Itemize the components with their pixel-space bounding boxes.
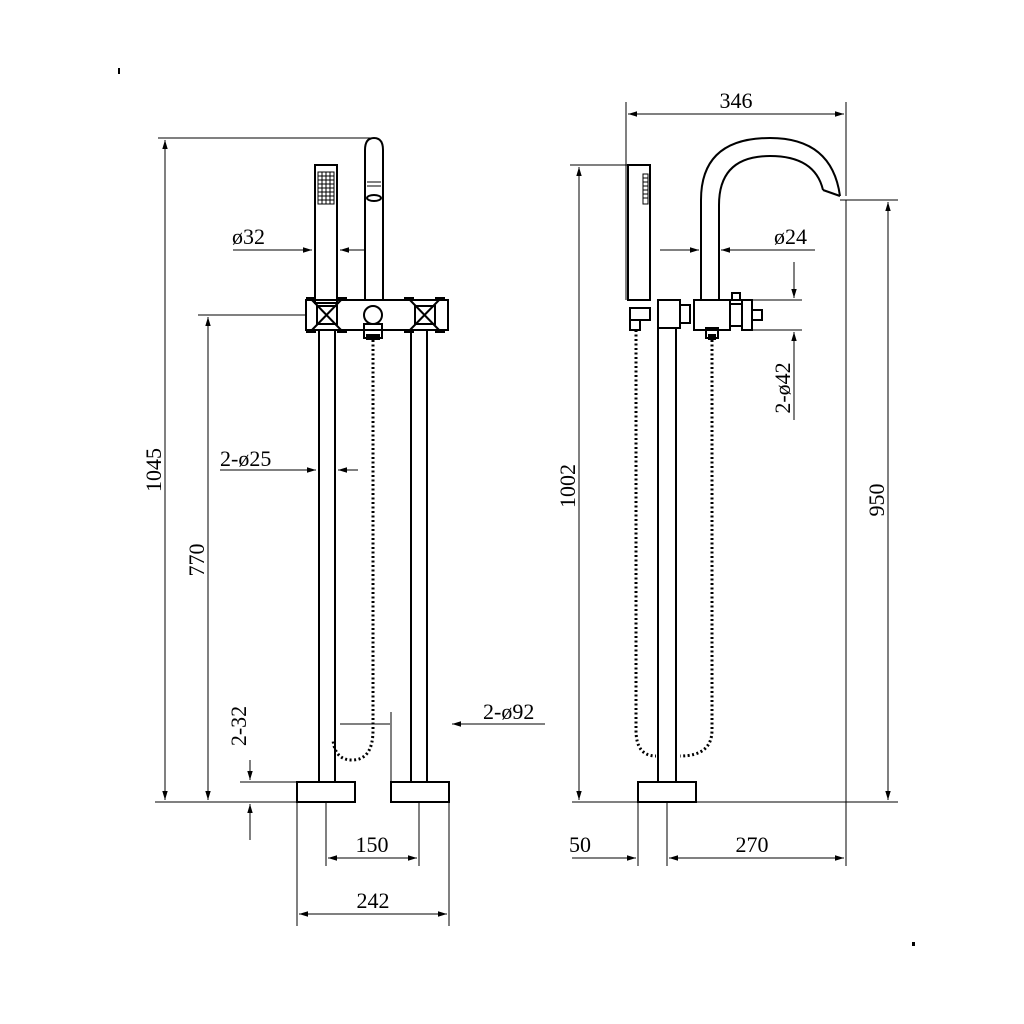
dim-2-32: 2-32 bbox=[226, 706, 297, 840]
dim-1045: 1045 bbox=[141, 137, 374, 800]
cross-handle-left bbox=[306, 297, 347, 333]
dim-950: 950 bbox=[840, 199, 898, 800]
speck-mark bbox=[912, 942, 915, 946]
valve-body bbox=[305, 299, 449, 340]
dim-base-diameter: 2-ø92 bbox=[483, 699, 534, 724]
spout bbox=[700, 136, 841, 300]
cross-handle-right bbox=[404, 297, 445, 333]
dim-base-width: 242 bbox=[357, 888, 390, 913]
dim-1002: 1002 bbox=[555, 164, 628, 800]
dim-dia-32: ø32 bbox=[232, 224, 365, 253]
dim-770: 770 bbox=[184, 314, 306, 800]
side-valve bbox=[629, 292, 763, 340]
legs bbox=[318, 330, 428, 782]
side-riser bbox=[657, 328, 677, 782]
dim-spout-offset: 270 bbox=[736, 832, 769, 857]
dim-front-valve-height: 770 bbox=[184, 544, 209, 577]
dim-base-height: 2-32 bbox=[226, 706, 251, 746]
dim-front-total-height: 1045 bbox=[141, 448, 166, 492]
dim-50-270: 50 270 bbox=[569, 200, 847, 866]
dim-150: 150 bbox=[325, 802, 420, 866]
front-view: 1045 770 ø32 2-ø25 2-32 bbox=[141, 136, 545, 926]
speck-mark bbox=[118, 68, 120, 74]
dim-dia-25: 2-ø25 bbox=[220, 446, 358, 473]
dim-346: 346 bbox=[625, 88, 847, 300]
dim-valve-diameter: 2-ø42 bbox=[770, 362, 795, 413]
dim-spout-reach: 346 bbox=[720, 88, 753, 113]
dim-dia-42: 2-ø42 bbox=[752, 262, 802, 420]
dim-leg-diameter: 2-ø25 bbox=[220, 446, 271, 471]
side-base bbox=[637, 781, 697, 803]
base-right bbox=[390, 781, 450, 803]
side-view: 346 ø24 2-ø42 1002 950 bbox=[555, 88, 898, 866]
side-hose-right bbox=[679, 340, 714, 758]
dim-spout-diameter: ø24 bbox=[774, 224, 807, 249]
base-left bbox=[296, 781, 356, 803]
dim-242: 242 bbox=[296, 802, 450, 926]
dim-side-total-height: 1002 bbox=[555, 464, 580, 508]
side-hose-left bbox=[634, 330, 657, 758]
dim-base-offset: 50 bbox=[569, 832, 591, 857]
dim-dia-24: ø24 bbox=[660, 224, 815, 253]
dim-shower-diameter: ø32 bbox=[232, 224, 265, 249]
dim-spout-height: 950 bbox=[864, 484, 889, 517]
shower-hose bbox=[331, 340, 375, 762]
dim-leg-spacing: 150 bbox=[356, 832, 389, 857]
shower-riser bbox=[364, 136, 384, 300]
hand-shower bbox=[314, 164, 338, 304]
side-hand-shower bbox=[627, 164, 651, 301]
dim-dia-92: 2-ø92 bbox=[340, 699, 545, 782]
